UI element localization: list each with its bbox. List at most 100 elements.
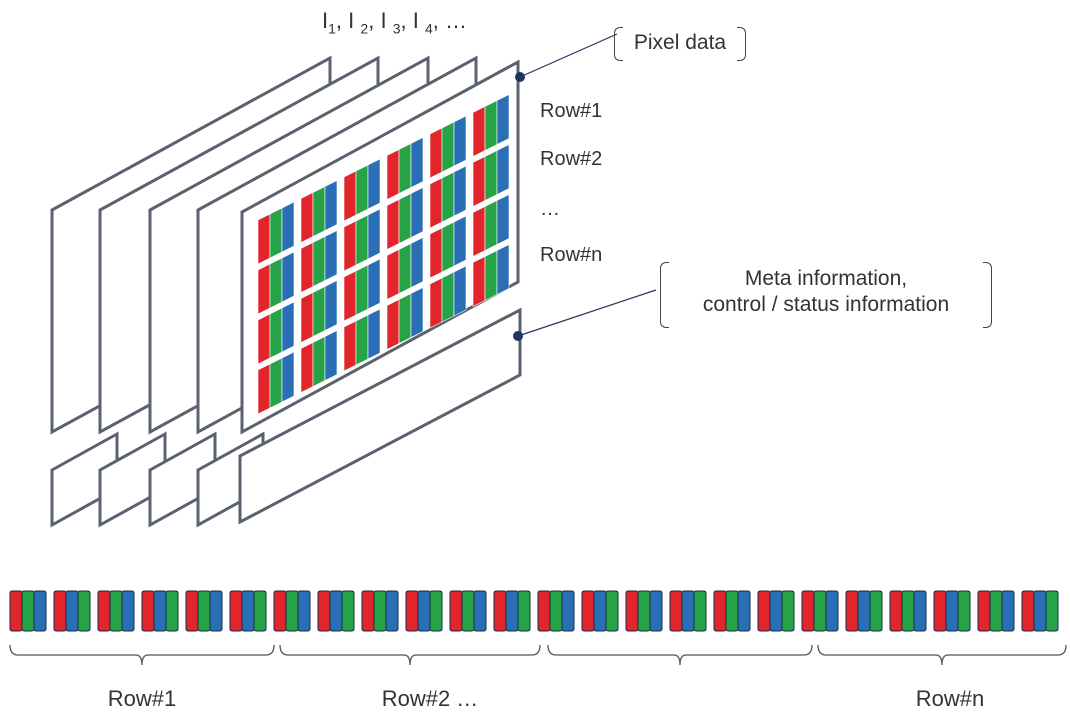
blue-subpixel	[281, 351, 295, 403]
pixel-cell	[472, 244, 510, 307]
red-subpixel	[300, 242, 314, 293]
front-meta-strip	[238, 307, 522, 525]
pixel-cell	[257, 251, 295, 315]
green-subpixel	[605, 590, 619, 632]
stream-row-label-1: Row#1	[107, 686, 177, 711]
row-brace-3	[547, 644, 813, 666]
red-subpixel	[141, 590, 155, 632]
green-subpixel	[269, 257, 283, 309]
green-subpixel	[461, 590, 475, 632]
stream-row-label-2: Row#2 …	[381, 686, 479, 711]
stream-pixel	[801, 590, 839, 632]
red-subpixel	[9, 590, 23, 632]
green-subpixel	[637, 590, 651, 632]
stream-row-label-n: Row#n	[915, 686, 985, 711]
green-subpixel	[989, 590, 1003, 632]
stream-pixel	[273, 590, 311, 632]
red-subpixel	[845, 590, 859, 632]
red-subpixel	[343, 170, 357, 222]
green-subpixel	[355, 264, 369, 316]
red-subpixel	[343, 320, 357, 372]
green-subpixel	[441, 171, 455, 223]
blue-subpixel	[209, 590, 223, 632]
blue-subpixel	[65, 590, 79, 632]
blue-subpixel	[281, 201, 295, 253]
pixel-grid	[257, 94, 510, 415]
red-subpixel	[386, 299, 400, 350]
blue-subpixel	[681, 590, 695, 632]
pixel-cell	[386, 287, 424, 350]
red-subpixel	[317, 590, 331, 632]
green-subpixel	[312, 336, 326, 387]
red-subpixel	[300, 292, 314, 343]
green-subpixel	[253, 590, 267, 632]
meta-dot	[513, 331, 523, 341]
blue-subpixel	[913, 590, 927, 632]
red-subpixel	[300, 342, 314, 393]
row-label-1: Row#1	[540, 100, 603, 122]
red-subpixel	[472, 106, 486, 157]
pixel-cell	[386, 137, 424, 200]
red-subpixel	[257, 313, 271, 365]
pixel-cell	[343, 158, 381, 222]
stream-pixel	[713, 590, 751, 632]
blue-subpixel	[453, 215, 467, 267]
stream-pixel	[9, 590, 47, 632]
blue-subpixel	[367, 208, 381, 260]
green-subpixel	[869, 590, 883, 632]
red-subpixel	[801, 590, 815, 632]
blue-subpixel	[324, 180, 338, 231]
red-subpixel	[386, 149, 400, 200]
green-subpixel	[269, 207, 283, 259]
frame-sequence-label: I1, I 2, I 3, I 4, …	[322, 8, 467, 37]
blue-subpixel	[33, 590, 47, 632]
red-subpixel	[472, 256, 486, 307]
blue-subpixel	[453, 265, 467, 317]
stream-pixel	[757, 590, 795, 632]
blue-subpixel	[496, 194, 510, 245]
stream-pixel	[977, 590, 1015, 632]
red-subpixel	[361, 590, 375, 632]
meta-strips	[238, 307, 522, 525]
green-subpixel	[441, 121, 455, 173]
green-subpixel	[21, 590, 35, 632]
green-subpixel	[549, 590, 563, 632]
pixel-data-callout: Pixel data	[614, 27, 746, 61]
blue-subpixel	[241, 590, 255, 632]
green-subpixel	[725, 590, 739, 632]
green-subpixel	[484, 200, 498, 251]
blue-subpixel	[385, 590, 399, 632]
red-subpixel	[229, 590, 243, 632]
green-subpixel	[957, 590, 971, 632]
red-subpixel	[405, 590, 419, 632]
red-subpixel	[1021, 590, 1035, 632]
green-subpixel	[312, 236, 326, 287]
red-subpixel	[977, 590, 991, 632]
callout-connectors	[513, 33, 657, 341]
stream-pixel	[53, 590, 91, 632]
blue-subpixel	[281, 251, 295, 303]
red-subpixel	[429, 227, 443, 279]
green-subpixel	[77, 590, 91, 632]
green-subpixel	[373, 590, 387, 632]
green-subpixel	[901, 590, 915, 632]
pixel-data-dot	[515, 72, 525, 82]
stream-pixel	[537, 590, 575, 632]
green-subpixel	[197, 590, 211, 632]
blue-subpixel	[453, 165, 467, 217]
row-brace-4	[817, 644, 1067, 666]
stream-pixel	[97, 590, 135, 632]
red-subpixel	[472, 156, 486, 207]
blue-subpixel	[825, 590, 839, 632]
green-subpixel	[484, 250, 498, 301]
blue-subpixel	[737, 590, 751, 632]
blue-subpixel	[1033, 590, 1047, 632]
green-subpixel	[781, 590, 795, 632]
red-subpixel	[493, 590, 507, 632]
red-subpixel	[669, 590, 683, 632]
blue-subpixel	[324, 230, 338, 281]
pixel-cell	[429, 115, 467, 179]
row-label-ellipsis: …	[540, 198, 560, 220]
red-subpixel	[625, 590, 639, 632]
